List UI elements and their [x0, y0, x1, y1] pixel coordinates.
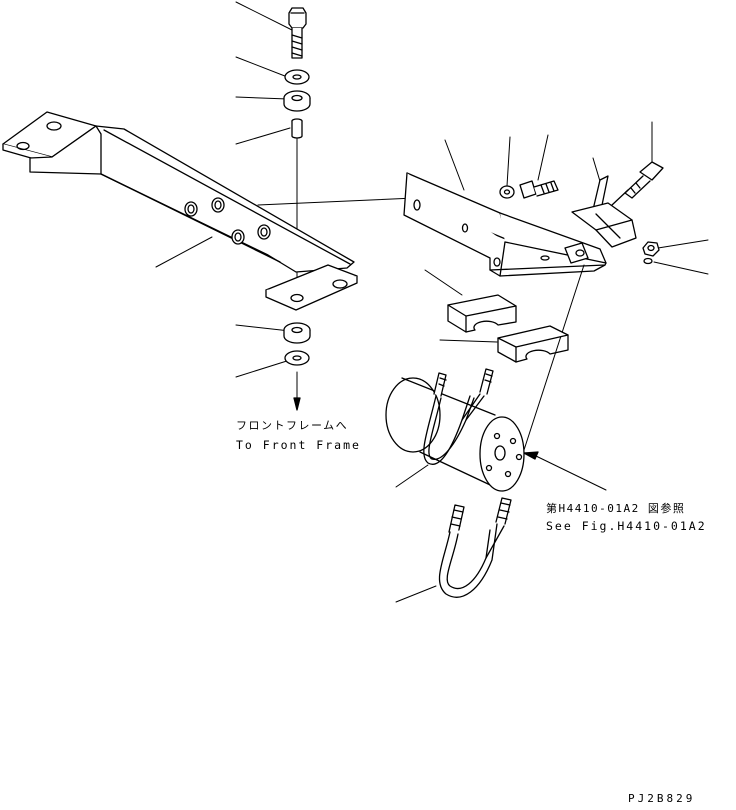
left-arrow-icon — [523, 451, 539, 460]
clamp-upper — [447, 294, 517, 333]
mounting-bracket — [403, 172, 607, 277]
bolt-top — [288, 7, 307, 59]
front-frame-note-jp: フロントフレームへ — [236, 419, 349, 432]
down-arrow-icon — [293, 397, 301, 411]
front-frame-note-en: To Front Frame — [236, 438, 361, 452]
collar — [291, 118, 303, 139]
drawing-number: PJ2B829 — [628, 792, 696, 805]
hydraulic-filter — [385, 368, 525, 492]
rubber-mount-lower — [283, 322, 311, 344]
rubber-mount-upper — [283, 90, 311, 112]
support-bracket — [2, 111, 358, 311]
washer-upper — [284, 69, 310, 85]
figure-reference-note-en: See Fig.H4410-01A2 — [546, 519, 707, 533]
figure-reference-note-jp: 第H4410-01A2 図参照 — [546, 502, 686, 515]
bolt-flange — [611, 161, 664, 206]
washer-tiny — [643, 257, 653, 265]
washer-lower — [284, 350, 310, 366]
nut — [642, 241, 660, 257]
hose-clamp-plate — [571, 175, 637, 248]
washer-small — [499, 185, 515, 199]
leader-lines — [155, 1, 709, 603]
bolt-short — [519, 180, 559, 199]
u-hose — [438, 497, 512, 598]
clamp-lower — [497, 325, 569, 363]
